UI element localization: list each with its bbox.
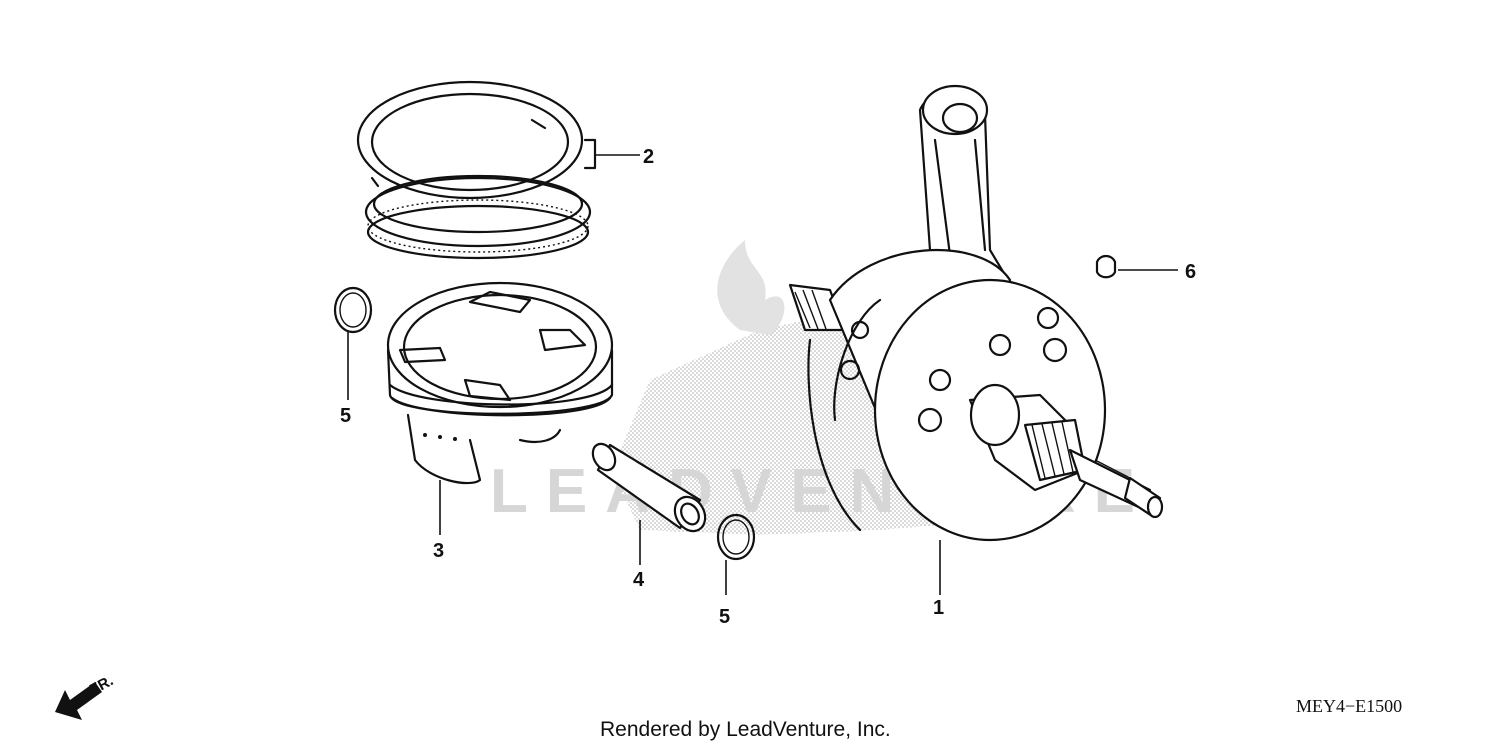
- crankshaft-assembly[interactable]: [788, 84, 1164, 542]
- piston-pin-clip-left[interactable]: [333, 286, 373, 334]
- watermark-flame-icon: [717, 240, 785, 335]
- front-arrow: FR.: [55, 672, 116, 720]
- woodruff-key[interactable]: [1095, 254, 1117, 279]
- callout-2[interactable]: 2: [643, 146, 654, 168]
- callout-4[interactable]: 4: [633, 569, 645, 591]
- leader-lines: [347, 154, 1178, 595]
- piston-pin-clip-right[interactable]: [716, 513, 756, 561]
- piston[interactable]: [386, 281, 614, 485]
- callout-3[interactable]: 3: [433, 540, 444, 562]
- credit-text: Rendered by LeadVenture, Inc.: [600, 718, 891, 741]
- piston-ring-set[interactable]: [356, 80, 597, 260]
- callouts: 2 5 3 4 5 1 6: [340, 146, 1196, 628]
- callout-5-left[interactable]: 5: [340, 405, 351, 427]
- piston-pin[interactable]: [588, 440, 711, 537]
- callout-6[interactable]: 6: [1185, 261, 1196, 283]
- callout-5-right[interactable]: 5: [719, 606, 730, 628]
- diagram-code: MEY4−E1500: [1296, 696, 1402, 716]
- callout-1[interactable]: 1: [933, 597, 944, 619]
- front-arrow-icon: [55, 682, 102, 720]
